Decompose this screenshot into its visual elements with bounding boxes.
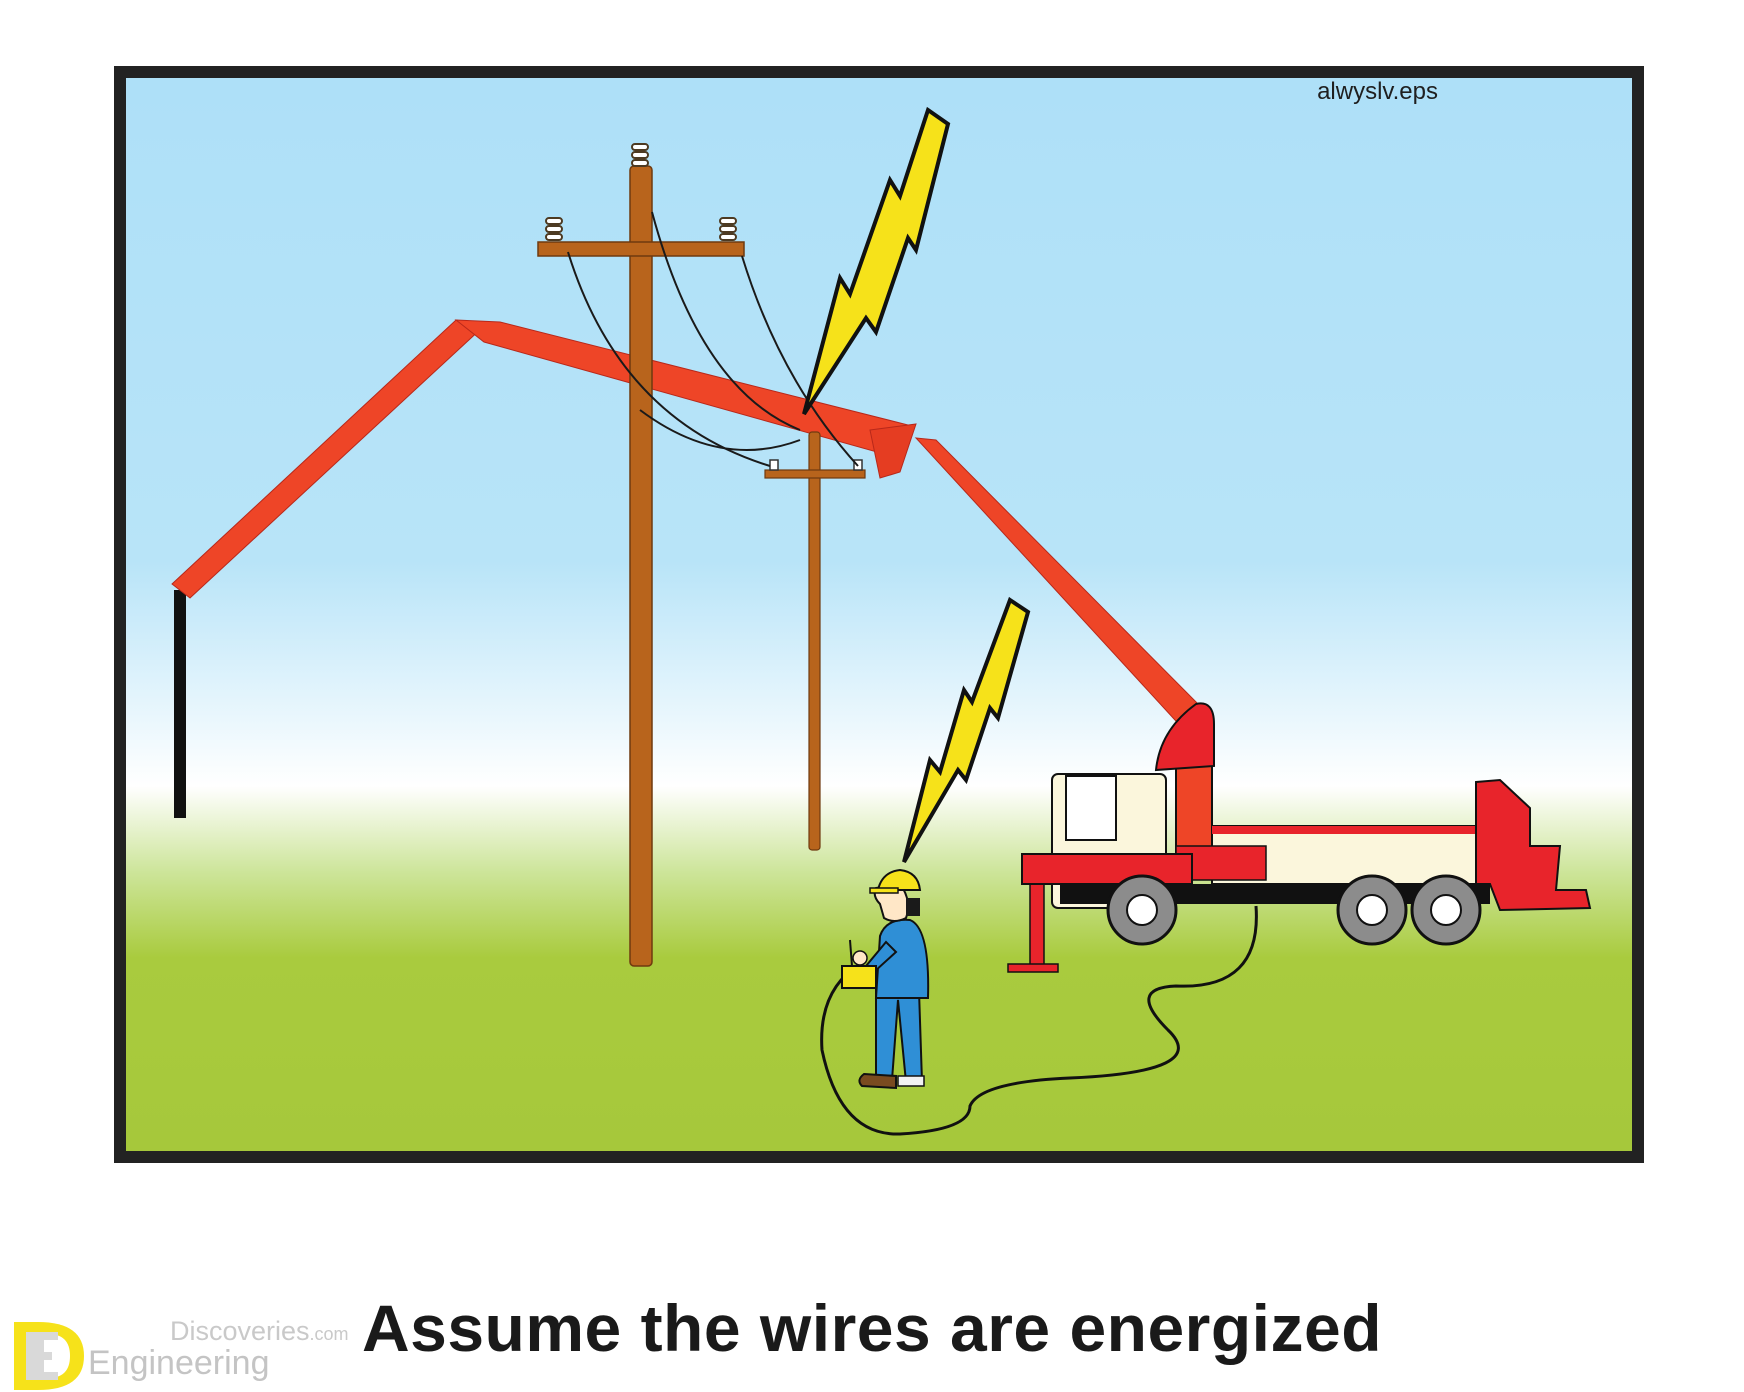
illustration-credit: alwyslv.eps [1317, 78, 1438, 105]
worker-with-remote [841, 868, 930, 1090]
engineering-discoveries-logo: Discoveries.com Engineering [10, 1300, 390, 1392]
logo-text-engineering: Engineering [88, 1344, 270, 1382]
concrete-pump-boom [171, 319, 1207, 733]
distant-utility-pole [764, 431, 866, 851]
truck-wheel-front [1106, 874, 1178, 946]
pump-truck [1007, 702, 1592, 973]
remote-control-box [841, 965, 877, 989]
truck-wheel-rear-2 [1410, 874, 1482, 946]
power-lines [567, 211, 859, 467]
truck-wheel-rear-1 [1336, 874, 1408, 946]
cab-window [1065, 775, 1117, 841]
lightning-bolt-upper-icon [802, 106, 951, 416]
insulator-right [719, 217, 737, 241]
remote-control-cable [820, 905, 1258, 1136]
main-utility-pole [537, 143, 745, 967]
lightning-bolt-lower-icon [902, 596, 1031, 864]
insulator-top [631, 143, 649, 167]
insulator-left [545, 217, 563, 241]
boom-end-pipe [174, 590, 186, 818]
safety-caption: Assume the wires are energized [361, 1291, 1383, 1365]
logo-mark-icon [14, 1322, 84, 1390]
logo-text-discoveries: Discoveries.com [170, 1316, 349, 1346]
